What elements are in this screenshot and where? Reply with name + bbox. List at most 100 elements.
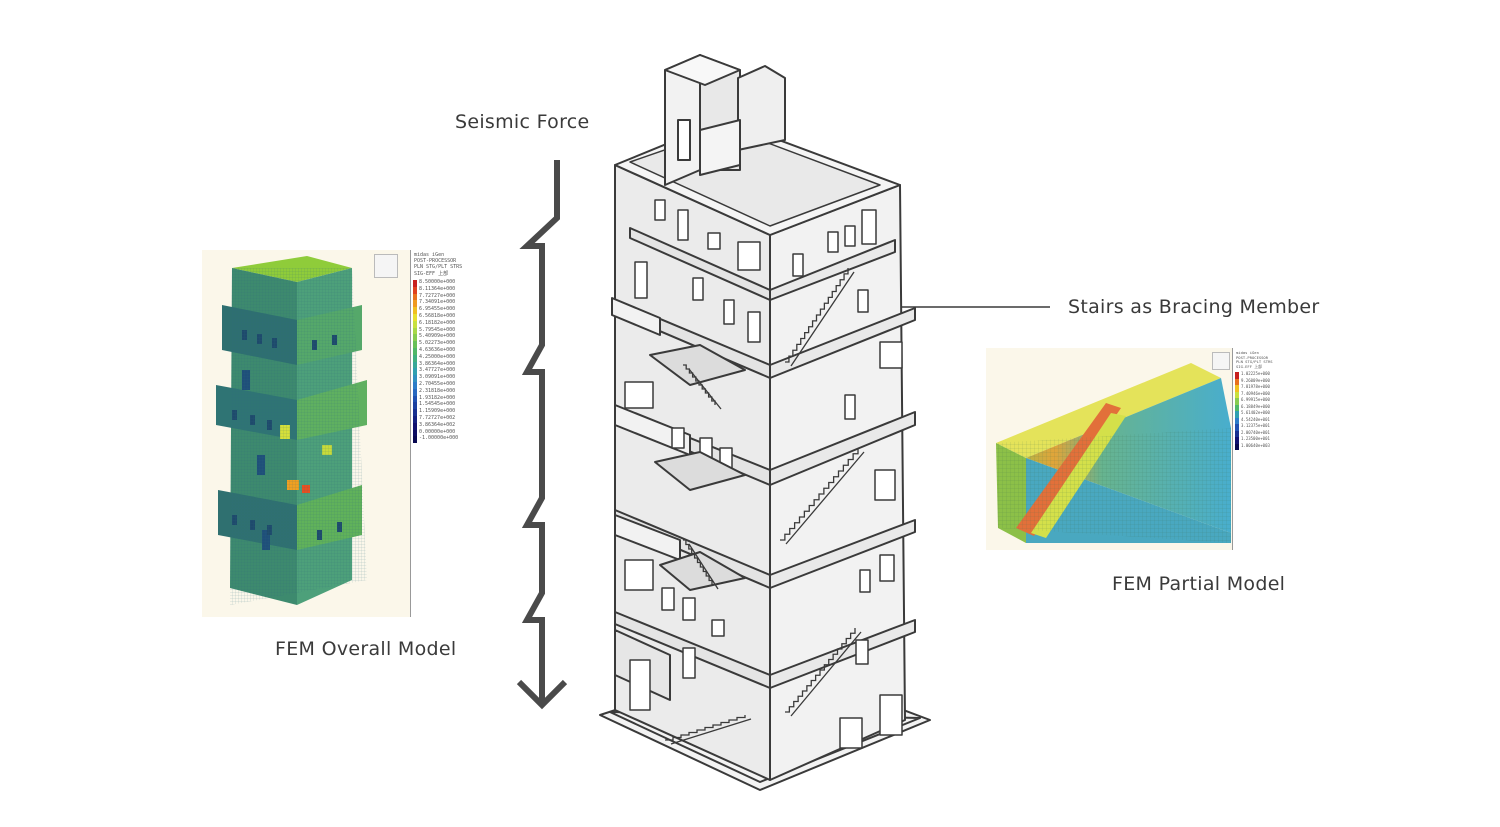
legend-value: 7.72727e+000: [419, 292, 456, 299]
legend-swatch: [413, 409, 417, 416]
legend-value: 7.40946e+000: [1241, 390, 1270, 396]
legend-value: 5.79545e+000: [419, 326, 456, 333]
legend-swatch: [413, 293, 417, 301]
stairs: [665, 268, 865, 745]
fem-partial-render: [996, 363, 1231, 543]
legend-value: 6.56818e+000: [419, 313, 456, 319]
legend-swatch: [413, 307, 417, 314]
legend-header-line: SIG-EFF 上部: [1236, 363, 1262, 369]
legend-value: 5.61402e+000: [1241, 410, 1270, 415]
legend-swatch: [1235, 417, 1239, 424]
legend-value: 3.86364e+002: [419, 421, 456, 428]
legend-value: 3.86364e+000: [419, 360, 456, 367]
legend-value: 7.34091e+000: [419, 299, 456, 306]
legend-swatch: [413, 320, 417, 328]
legend-swatch: [1235, 385, 1239, 392]
legend-value: 1.54545e+000: [419, 401, 456, 408]
legend-swatch: [413, 348, 417, 355]
stair-rail: [790, 631, 862, 717]
legend-swatch: [413, 314, 417, 321]
legend-value: 4.25000e+000: [419, 353, 456, 360]
legend-swatch: [1235, 411, 1239, 418]
legend-swatch: [413, 361, 417, 369]
legend-swatch: [413, 300, 417, 308]
building-model: [599, 54, 931, 791]
legend-swatch: [413, 416, 417, 423]
stairs-bracing-label: Stairs as Bracing Member: [1068, 296, 1320, 318]
legend-value: 0.00000e+000: [419, 428, 456, 435]
legend-swatch: [413, 286, 417, 294]
legend-value: 6.99915e+000: [1241, 397, 1270, 402]
legend-swatch: [413, 422, 417, 430]
seismic-force-arrow: [516, 160, 568, 710]
legend-swatch: [413, 280, 417, 287]
legend-swatch: [413, 354, 417, 362]
legend-swatch: [413, 436, 417, 444]
stair-flight: [785, 268, 849, 363]
legend-value: 5.02273e+000: [419, 340, 456, 347]
legend-value: 3.12375e+001: [1241, 423, 1270, 428]
legend-swatch: [413, 341, 417, 348]
fem-partial-label: FEM Partial Model: [1112, 573, 1286, 595]
legend-value: 3.47727e+000: [419, 367, 456, 374]
legend-swatch: [413, 327, 417, 335]
legend-value: 1.15909e+000: [419, 408, 456, 415]
legend-header-line: PLN STG/PLT STRS: [414, 264, 463, 270]
legend-swatch: [413, 402, 417, 410]
legend-value: 6.18849e+000: [1241, 403, 1270, 409]
legend-value: 7.81978e+000: [1241, 384, 1270, 389]
legend-value: 4.54240e+001: [1241, 416, 1270, 422]
legend-swatch: [1235, 372, 1239, 379]
legend-value: 7.72727e+002: [419, 415, 456, 421]
legend-value: 1.00640e+003: [1241, 442, 1270, 448]
legend-value: 1.02225e+000: [1241, 371, 1270, 376]
legend-value: 2.31818e+000: [419, 387, 456, 394]
legend-value: 9.26009e+000: [1241, 377, 1270, 383]
legend-swatch: [413, 388, 417, 396]
legend-swatch: [413, 334, 417, 342]
legend-swatch: [413, 395, 417, 403]
legend-swatch: [1235, 424, 1239, 431]
legend-swatch: [413, 375, 417, 382]
stair-rail: [790, 271, 855, 367]
legend-swatch: [1235, 430, 1239, 437]
legend-value: 6.18182e+000: [419, 319, 456, 326]
legend-value: 4.63636e+000: [419, 347, 456, 353]
legend-header-line: POST-PROCESSOR: [1236, 354, 1269, 360]
legend-header-line: midas iGen: [1236, 350, 1259, 355]
legend-value: 5.40909e+000: [419, 333, 456, 340]
stair-rail: [688, 368, 722, 410]
stair-flight: [683, 539, 713, 585]
legend-value: 6.95455e+000: [419, 306, 456, 313]
legend-value: 2.00740e+001: [1241, 429, 1270, 435]
legend-swatch: [1235, 391, 1239, 398]
stair-rail: [688, 543, 719, 590]
legend-header-line: midas iGen: [414, 252, 445, 258]
legend-header-line: PLN STG/PLT STRS: [1236, 359, 1273, 364]
fem-overall-render: [216, 256, 367, 605]
legend-value: 8.50000e+000: [419, 279, 456, 285]
fem-overall-label: FEM Overall Model: [275, 638, 457, 660]
legend-value: 1.93182e+000: [419, 394, 456, 401]
legend-swatch: [1235, 378, 1239, 385]
legend-swatch: [1235, 437, 1239, 444]
stair-flight: [665, 715, 746, 741]
legend-header-line: SIG-EFF 上部: [414, 271, 449, 277]
legend-header-line: POST-PROCESSOR: [414, 258, 457, 264]
stair-rail: [670, 718, 752, 745]
legend-value: 2.70455e+000: [419, 381, 456, 387]
view-cube-icon: [1212, 352, 1230, 370]
legend-swatch: [1235, 443, 1239, 450]
legend-value: 8.11364e+000: [419, 285, 456, 292]
stair-rail: [785, 451, 865, 545]
legend-swatch: [413, 368, 417, 376]
view-cube-icon: [374, 254, 398, 278]
legend-swatch: [413, 429, 417, 437]
legend-value: 1.23500e+001: [1241, 436, 1270, 441]
legend-swatch: [413, 382, 417, 389]
